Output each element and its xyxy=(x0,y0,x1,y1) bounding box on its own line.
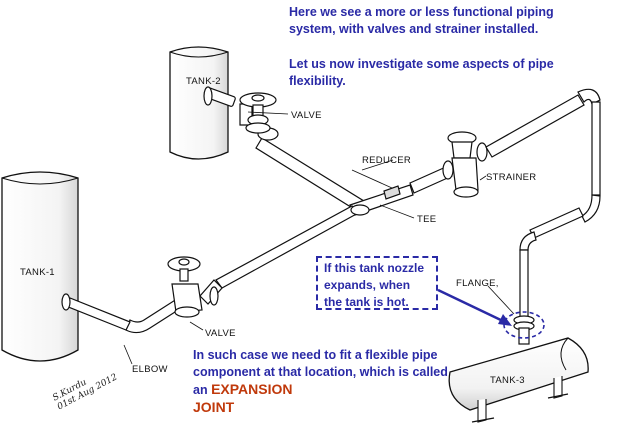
leader-lines xyxy=(123,111,515,365)
tank-3-label: TANK-3 xyxy=(490,375,525,386)
tank-2 xyxy=(169,46,229,160)
elbow-label: ELBOW xyxy=(132,364,168,375)
valve-bottom-symbol xyxy=(167,256,219,318)
valve-top-symbol xyxy=(239,92,277,134)
intro-text-2: Let us now investigate some aspects of p… xyxy=(289,57,554,88)
expansion-highlight: EXPANSION xyxy=(211,381,293,397)
tee-label: TEE xyxy=(417,214,436,225)
flange-label: FLANGE, xyxy=(456,278,499,289)
tank-1-label: TANK-1 xyxy=(20,267,55,278)
upper-pipe-run xyxy=(203,86,374,215)
strainer-label: STRAINER xyxy=(486,172,536,183)
tank-1 xyxy=(1,171,79,362)
reducer-label: REDUCER xyxy=(362,155,411,166)
intro-text: Here we see a more or less functional pi… xyxy=(289,5,554,36)
nozzle-expansion-note: If this tank nozzle expands, when the ta… xyxy=(316,256,438,310)
flange-symbol xyxy=(503,311,545,345)
valve-top-label: VALVE xyxy=(291,110,322,121)
strainer-symbol xyxy=(442,131,488,198)
tank-3 xyxy=(448,337,589,423)
joint-highlight: JOINT xyxy=(193,399,235,415)
expansion-joint-note-text: In such case we need to fit a flexible p… xyxy=(193,348,448,397)
expansion-joint-note: In such case we need to fit a flexible p… xyxy=(193,347,453,417)
valve-bottom-label: VALVE xyxy=(205,328,236,339)
tank-2-label: TANK-2 xyxy=(186,76,221,87)
riser-loop xyxy=(485,88,601,319)
arrow-to-flange xyxy=(437,288,512,326)
tee-symbol xyxy=(350,204,370,216)
